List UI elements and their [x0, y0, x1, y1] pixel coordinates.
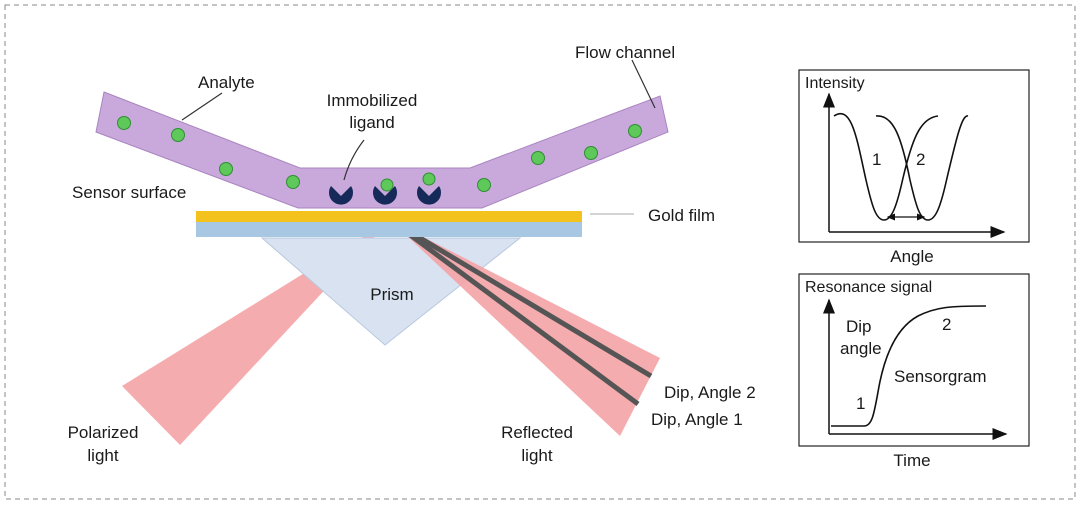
analyte: [380, 178, 394, 192]
intensity-x-label: Angle: [890, 247, 933, 266]
reflected-label-line1: Reflected: [501, 423, 573, 442]
polarized-label-line2: light: [87, 446, 118, 465]
sensorgram-name-label: Sensorgram: [894, 367, 987, 386]
intensity-curve-1: [833, 112, 939, 221]
intensity-plot: Intensity 1 2 Angle: [798, 69, 1030, 266]
immobilized-ligands: [329, 186, 441, 205]
resonance-x-label: Time: [893, 451, 930, 470]
gold-film: [196, 211, 582, 222]
glass-slide: [196, 222, 582, 237]
analyte: [584, 146, 598, 160]
immobilized-label-line1: Immobilized: [327, 91, 418, 110]
sensorgram-point-1-label: 1: [856, 394, 865, 413]
analyte: [171, 128, 185, 142]
flow-channel: [95, 91, 669, 209]
sensor-surface-label: Sensor surface: [72, 183, 186, 202]
analyte: [531, 151, 545, 165]
gold-film-label: Gold film: [648, 206, 715, 225]
analyte: [628, 124, 642, 138]
analyte: [117, 116, 131, 130]
flow-channel-label: Flow channel: [575, 43, 675, 62]
dip-angle-1-label: Dip, Angle 1: [651, 410, 743, 429]
immobilized-label-line2: ligand: [349, 113, 394, 132]
analyte-leader: [181, 92, 223, 121]
sensorgram-point-2-label: 2: [942, 315, 951, 334]
dip-angle-label-line1: Dip: [846, 317, 872, 336]
analytes: [117, 116, 642, 192]
ligand-3: [417, 186, 441, 205]
intensity-y-label: Intensity: [805, 75, 865, 92]
reflected-light-beam: [390, 220, 660, 436]
dip-angle-label-line2: angle: [840, 339, 882, 358]
analyte-label: Analyte: [198, 73, 255, 92]
flow-channel-leader: [631, 59, 656, 109]
ligand-leader: [343, 139, 365, 181]
ligand-1: [329, 186, 353, 205]
analyte: [477, 178, 491, 192]
analyte: [286, 175, 300, 189]
intensity-curve-1-label: 1: [872, 150, 881, 169]
analyte: [422, 172, 436, 186]
intensity-curve-2: [875, 115, 969, 221]
ligand-2: [373, 186, 398, 205]
outer-frame: [4, 4, 1076, 500]
resonance-plot: Resonance signal Dip angle 2 Sensorgram …: [798, 273, 1030, 470]
prism-label: Prism: [370, 285, 413, 304]
dip-angle-1-line: [388, 217, 640, 407]
analyte: [219, 162, 233, 176]
intensity-plot-frame: [798, 69, 1030, 243]
resonance-y-label: Resonance signal: [805, 279, 932, 296]
dip-angle-2-line: [388, 217, 653, 379]
resonance-plot-frame: [798, 273, 1030, 447]
dip-angle-2-label: Dip, Angle 2: [664, 383, 756, 402]
polarized-label-line1: Polarized: [68, 423, 139, 442]
intensity-curve-2-label: 2: [916, 150, 925, 169]
reflected-label-line2: light: [521, 446, 552, 465]
sensorgram-curve: [831, 305, 987, 427]
